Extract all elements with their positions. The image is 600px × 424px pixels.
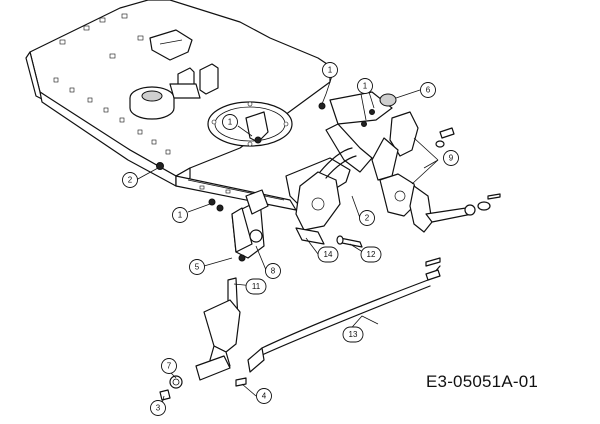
chassis-frame (25, 0, 331, 211)
svg-text:1: 1 (328, 66, 333, 75)
svg-text:13: 13 (349, 330, 358, 339)
callout-4: 4 (256, 388, 272, 404)
linkage-assembly (156, 91, 501, 401)
svg-text:2: 2 (128, 176, 133, 185)
callout-2-left: 2 (122, 172, 138, 188)
callout-8: 8 (265, 263, 281, 279)
svg-text:9: 9 (449, 154, 454, 163)
callout-6: 6 (420, 82, 436, 98)
callout-13: 13 (342, 326, 364, 343)
svg-text:11: 11 (252, 282, 261, 291)
callout-1-mid: 1 (222, 114, 238, 130)
callout-1-right: 1 (357, 78, 373, 94)
svg-text:7: 7 (167, 362, 172, 371)
svg-text:1: 1 (363, 82, 368, 91)
callout-5: 5 (189, 259, 205, 275)
callout-12: 12 (360, 246, 382, 263)
callout-1-top: 1 (322, 62, 338, 78)
svg-text:4: 4 (262, 392, 267, 401)
callout-14: 14 (317, 246, 339, 263)
svg-text:1: 1 (228, 118, 233, 127)
callout-7: 7 (161, 358, 177, 374)
callout-labels: 1 1 1 1 2 2 3 4 (122, 62, 459, 416)
svg-text:2: 2 (365, 214, 370, 223)
diagram-code: E3-05051A-01 (426, 372, 539, 391)
svg-text:12: 12 (367, 250, 376, 259)
callout-1-left: 1 (172, 207, 188, 223)
svg-text:3: 3 (156, 404, 161, 413)
svg-text:5: 5 (195, 263, 200, 272)
svg-text:1: 1 (178, 211, 183, 220)
callout-9: 9 (443, 150, 459, 166)
svg-text:8: 8 (271, 267, 276, 276)
callout-2-mid: 2 (359, 210, 375, 226)
svg-text:14: 14 (324, 250, 333, 259)
callout-11: 11 (245, 278, 267, 295)
svg-text:6: 6 (426, 86, 431, 95)
callout-3: 3 (150, 400, 166, 416)
